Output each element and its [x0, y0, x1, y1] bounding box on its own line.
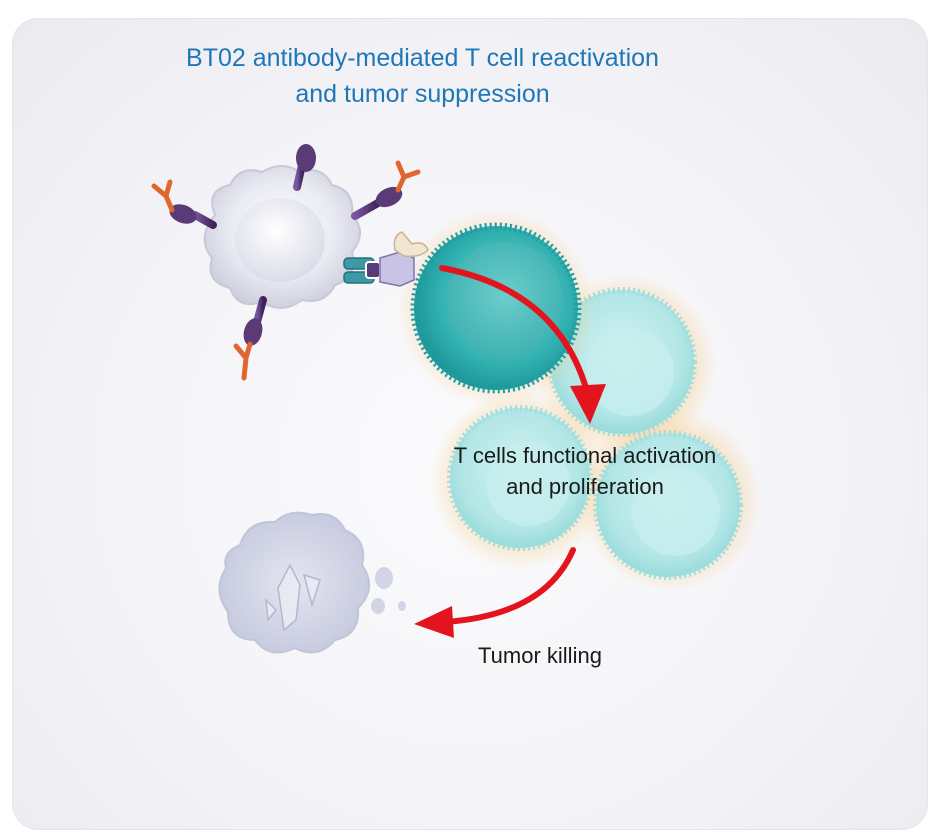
receptor-antibody-bottom [233, 296, 267, 381]
killing-arrow [414, 547, 576, 638]
dead-tumor-cell [218, 511, 406, 654]
activation-label-line-1: T cells functional activation [453, 443, 717, 468]
receptor-antibody-right [351, 160, 421, 220]
activation-arrow [439, 265, 606, 424]
killing-label: Tumor killing [478, 643, 602, 668]
title-line-1: BT02 antibody-mediated T cell reactivati… [186, 44, 659, 72]
antigen-presenting-cell [203, 165, 361, 309]
receptor-antibody-left [151, 179, 217, 229]
activation-label-line-2: and proliferation [506, 474, 664, 499]
mhc-tcr-interface [343, 231, 429, 287]
receptor-top [293, 144, 316, 191]
proliferated-t-cell-3 [593, 430, 743, 580]
figure-title: BT02 antibody-mediated T cell reactivati… [0, 40, 845, 112]
title-line-2: and tumor suppression [295, 80, 550, 108]
activation-label: T cells functional activation and prolif… [420, 440, 750, 502]
proliferated-t-cell-2 [447, 405, 593, 551]
t-cell [396, 208, 596, 408]
